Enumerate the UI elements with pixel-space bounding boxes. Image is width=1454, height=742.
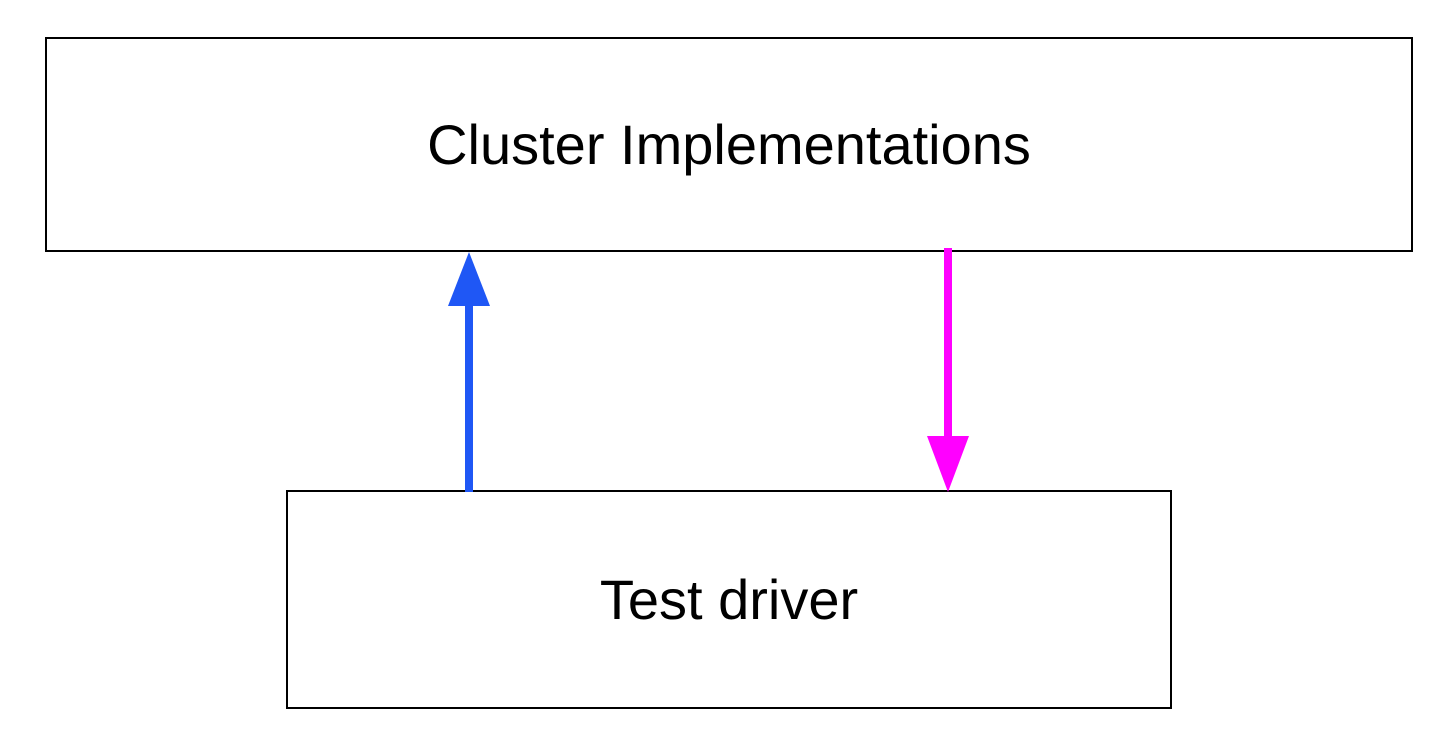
response-arrow (927, 248, 969, 492)
test-driver-box: Test driver (286, 490, 1172, 709)
cluster-implementations-box: Cluster Implementations (45, 37, 1413, 252)
request-arrow (448, 252, 490, 492)
test-driver-label: Test driver (599, 568, 859, 631)
cluster-implementations-label: Cluster Implementations (427, 113, 1031, 176)
request-arrowhead-up (448, 252, 490, 306)
response-arrowhead-down (927, 436, 969, 492)
